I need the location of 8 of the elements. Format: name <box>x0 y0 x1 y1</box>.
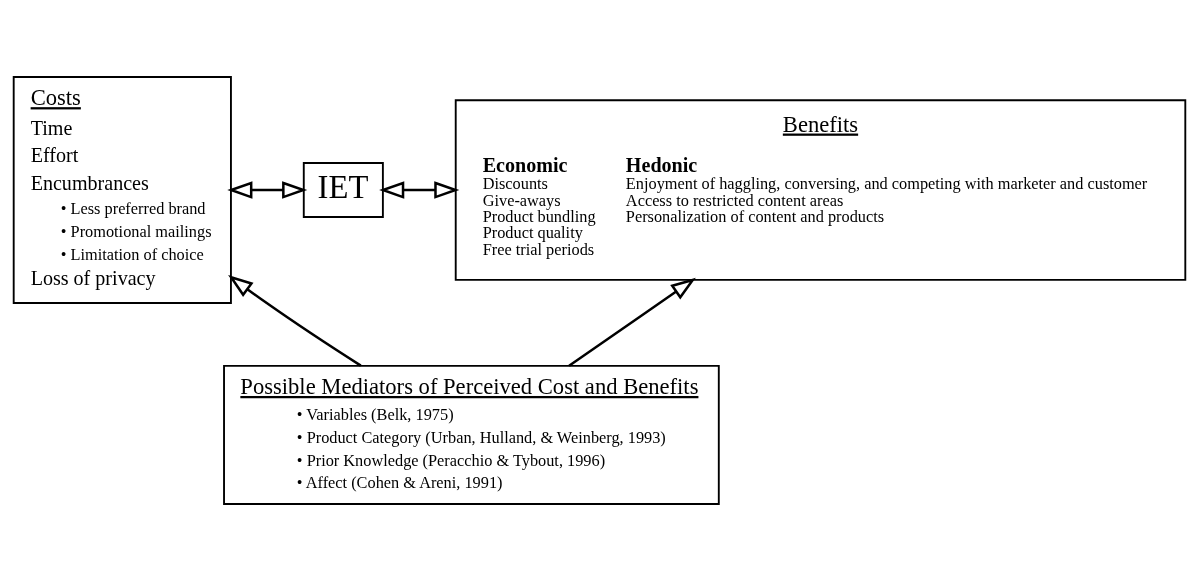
arrow <box>228 274 362 367</box>
node-box: Costs Time Effort Encumbrances • Less preferred brand • Promotional mailings • Limitation of choice Loss of privacy <box>12 76 232 304</box>
node-box: IET <box>302 162 384 218</box>
node-box: Benefits Economic Discounts Give-aways Product bundling Product quality Free trial periods Hedonic Enjoyment of haggling, conversing, and competing with marketer and customer Access to restricted content areas Personalization of content and products <box>454 99 1187 281</box>
arrow <box>227 181 308 199</box>
arrow <box>568 277 696 367</box>
arrow <box>379 181 460 199</box>
node-box: Possible Mediators of Perceived Cost and Benefits • Variables (Belk, 1975) • Product Category (Urban, Hulland, & Weinberg, 1993) • Prior Knowledge (Peracchio & Tybout, 1996) • Affect (Cohen & Areni, 1991) <box>223 364 720 505</box>
